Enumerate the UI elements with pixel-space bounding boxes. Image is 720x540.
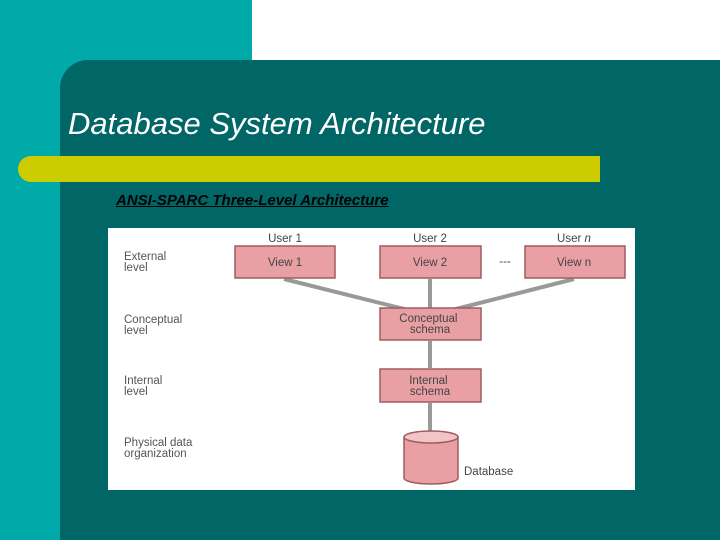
user-1-label: User 1 <box>268 233 302 245</box>
internal-level-line1: Internal <box>124 375 162 387</box>
slide-subtitle: ANSI-SPARC Three-Level Architecture <box>116 192 389 209</box>
view-1-box <box>234 245 336 279</box>
connector-view1-conceptual <box>283 277 409 312</box>
conceptual-schema-box <box>379 307 482 341</box>
physical-level-line2: organization <box>124 448 187 460</box>
slide-title: Database System Architecture <box>68 106 486 141</box>
user-n-prefix: User <box>557 233 584 245</box>
internal-schema-line1: Internal <box>409 375 447 387</box>
ellipsis-text: --- <box>499 256 511 268</box>
view-n-box <box>524 245 626 279</box>
view-2-label: View 2 <box>413 257 447 269</box>
architecture-figure: External level Conceptual level Internal… <box>108 228 635 490</box>
internal-schema-line2: schema <box>410 386 451 398</box>
view-n-label: View n <box>557 257 591 269</box>
conceptual-level-label: Conceptual level <box>124 314 185 337</box>
user-n-var: n <box>585 233 591 245</box>
physical-level-line1: Physical data <box>124 437 193 449</box>
connector-viewn-conceptual <box>451 277 575 312</box>
view-1-label: View 1 <box>268 257 302 269</box>
conceptual-schema-line1: Conceptual <box>399 313 457 325</box>
internal-schema-box <box>379 368 482 403</box>
title-accent-bar <box>18 156 600 182</box>
database-cylinder-icon <box>403 430 459 485</box>
conceptual-level-line2: level <box>124 325 148 337</box>
external-level-label: External level <box>124 251 169 274</box>
internal-level-label: Internal level <box>124 375 166 398</box>
physical-level-label: Physical data organization <box>124 437 196 460</box>
external-level-line2: level <box>124 262 148 274</box>
user-2-label: User 2 <box>413 233 447 245</box>
conceptual-level-line1: Conceptual <box>124 314 182 326</box>
user-n-label: User n <box>557 233 591 245</box>
external-level-line1: External <box>124 251 166 263</box>
view-2-box <box>379 245 482 279</box>
internal-schema-label: Internal schema <box>409 375 451 398</box>
internal-level-line2: level <box>124 386 148 398</box>
conceptual-schema-label: Conceptual schema <box>399 313 460 336</box>
architecture-diagram: External level Conceptual level Internal… <box>124 233 626 485</box>
conceptual-schema-line2: schema <box>410 324 451 336</box>
database-label: Database <box>464 466 513 478</box>
